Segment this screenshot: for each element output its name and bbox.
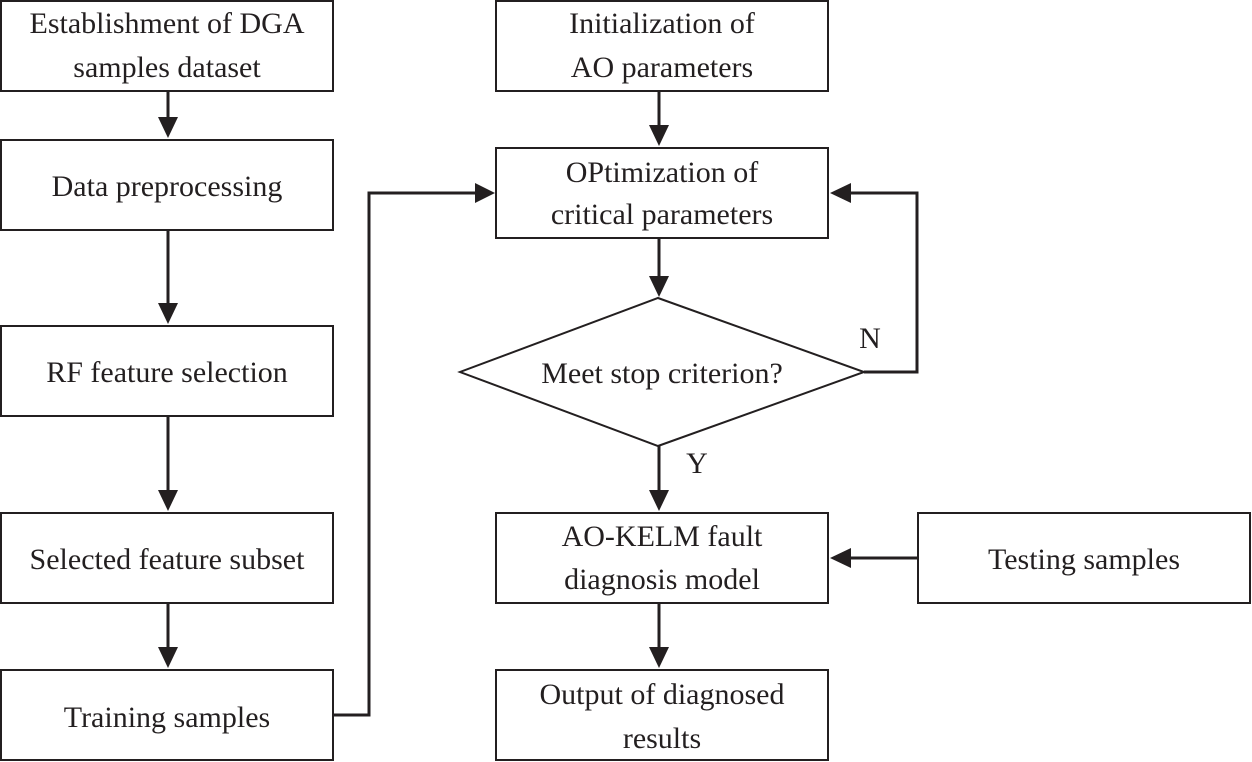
kelm-model-label-line-1: AO-KELM fault (562, 520, 763, 553)
feature-subset-box: Selected feature subset (0, 512, 334, 604)
init-ao-label-line-1: Initialization of (569, 7, 755, 40)
optimization-label-line-2: critical parameters (551, 198, 773, 231)
kelm-model-label-line-2: diagnosis model (564, 563, 760, 596)
dataset-label-line-2: samples dataset (73, 51, 261, 84)
init-ao-label-line-2: AO parameters (571, 51, 753, 84)
arrow-kelm-model-to-output (649, 603, 669, 668)
training-label: Training samples (64, 701, 270, 734)
optimization-label-line-1: OPtimization of (566, 156, 758, 189)
arrow-optimization-to-stop-check (649, 238, 669, 297)
edge-label-yes: Y (686, 447, 708, 480)
preprocessing-label: Data preprocessing (52, 170, 283, 203)
output-label-line-2: results (623, 722, 701, 755)
kelm-model-box: AO-KELM fault diagnosis model (495, 512, 829, 604)
dataset-label-line-1: Establishment of DGA (30, 7, 305, 40)
stop-check-diamond: Meet stop criterion? (457, 296, 867, 448)
arrow-feature-subset-to-training (158, 603, 178, 668)
arrow-testing-to-kelm-model (830, 548, 918, 568)
output-box: Output of diagnosed results (495, 669, 829, 761)
arrow-init-ao-to-optimization (649, 91, 669, 146)
arrow-training-to-optimization (333, 183, 495, 717)
init-ao-box: Initialization of AO parameters (495, 0, 829, 92)
preprocessing-box: Data preprocessing (0, 139, 334, 231)
edge-label-no: N (859, 322, 881, 355)
optimization-box: OPtimization of critical parameters (495, 147, 829, 239)
rf-selection-box: RF feature selection (0, 325, 334, 417)
testing-label: Testing samples (988, 543, 1180, 576)
feature-subset-label: Selected feature subset (30, 543, 306, 576)
arrow-stop-check-yes (649, 446, 669, 511)
dataset-box: Establishment of DGA samples dataset (0, 0, 334, 92)
arrow-rf-selection-to-feature-subset (158, 416, 178, 511)
rf-selection-label: RF feature selection (46, 356, 288, 389)
testing-box: Testing samples (917, 512, 1251, 604)
arrow-preprocessing-to-rf-selection (158, 230, 178, 324)
training-box: Training samples (0, 669, 334, 761)
stop-check-label: Meet stop criterion? (541, 357, 783, 390)
output-label-line-1: Output of diagnosed (540, 678, 785, 711)
arrow-stop-check-no-loop (830, 183, 919, 374)
arrow-dataset-to-preprocessing (158, 91, 178, 138)
